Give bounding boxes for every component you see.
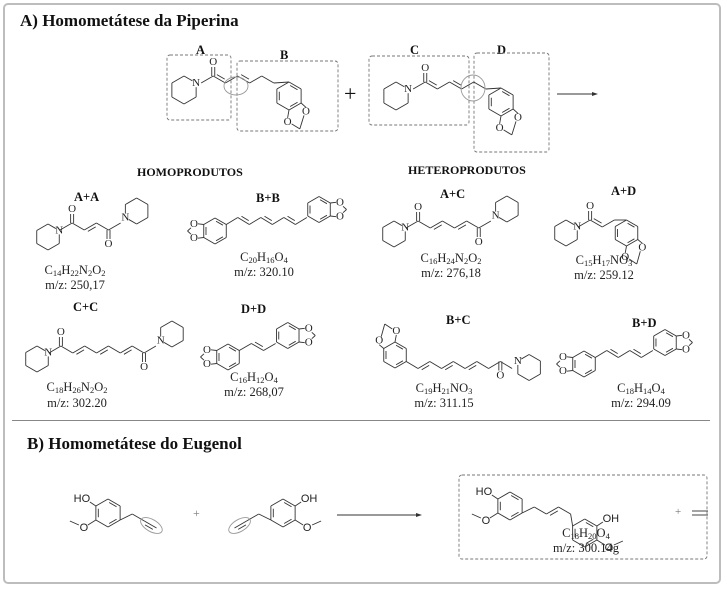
product-mz: m/z: 276,18	[421, 266, 481, 280]
product-mz: m/z: 320.10	[234, 265, 294, 279]
fragment-label-c: C	[410, 43, 420, 57]
section-a-title: A) Homometátese da Piperina	[20, 11, 239, 30]
section-divider	[12, 420, 710, 421]
product-formula: C20H16O4	[240, 250, 288, 265]
product-mz: m/z: 268,07	[224, 385, 284, 399]
product-mz: m/z: 311.15	[414, 396, 474, 410]
product-label: B+C	[446, 313, 471, 327]
product-mz: m/z: 250,17	[45, 278, 105, 292]
product-formula: C18H26N2O2	[46, 380, 108, 395]
figure-frame	[3, 3, 721, 584]
product-label: A+A	[74, 190, 100, 204]
product-formula: C19H21NO3	[415, 381, 473, 396]
product-formula: C16H24N2O2	[420, 251, 482, 266]
product-formula: C14H22N2O2	[44, 263, 106, 278]
product-label: A+C	[440, 187, 466, 201]
product-label: C+C	[73, 300, 99, 314]
product-mz: m/z: 302.20	[47, 396, 107, 410]
heteroproducts-title: HETEROPRODUTOS	[408, 163, 526, 177]
eugenol-product-formula: C18H20O4	[562, 526, 610, 541]
fragment-label-b: B	[280, 48, 289, 62]
byproduct-plus-sign: +	[675, 506, 682, 518]
reaction-plus-sign: +	[344, 81, 357, 106]
product-label: D+D	[241, 302, 267, 316]
product-mz: m/z: 259.12	[574, 268, 634, 282]
product-formula: C16H12O4	[230, 370, 278, 385]
product-formula: C15H17NO3	[575, 253, 633, 268]
section-b-title: B) Homometátese do Eugenol	[27, 434, 242, 453]
product-label: B+D	[632, 316, 657, 330]
homoproducts-title: HOMOPRODUTOS	[137, 165, 243, 179]
eugenol-plus-sign: +	[193, 506, 200, 520]
fragment-label-a: A	[196, 43, 206, 57]
product-label: A+D	[611, 184, 637, 198]
product-formula: C18H14O4	[617, 381, 665, 396]
fragment-label-d: D	[497, 43, 507, 57]
product-label: B+B	[256, 191, 280, 205]
product-mz: m/z: 294.09	[611, 396, 671, 410]
eugenol-product-mz: m/z: 300.14g	[553, 541, 619, 555]
